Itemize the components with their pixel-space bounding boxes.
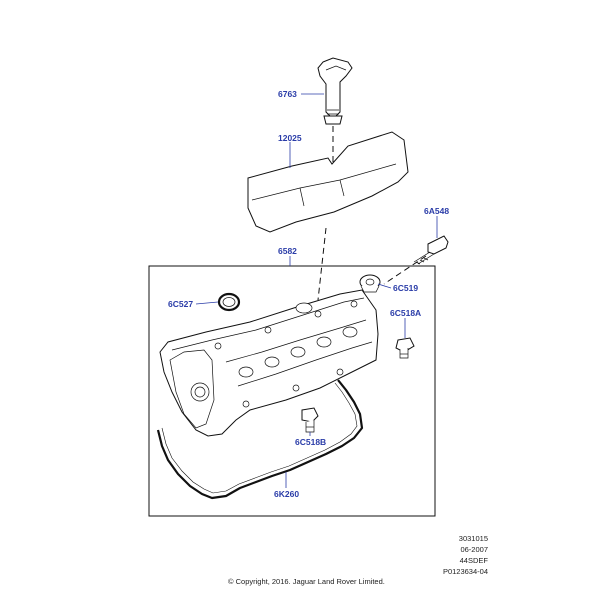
- copyright-notice: © Copyright, 2016. Jaguar Land Rover Lim…: [228, 577, 385, 586]
- valve-cover-assembly-frame: [148, 265, 436, 517]
- bolt-6C518B[interactable]: [301, 407, 319, 433]
- callout-6C518B: 6C518B: [295, 437, 326, 447]
- bolt-6C518A[interactable]: [395, 337, 415, 359]
- alignment-line-cover: [317, 227, 327, 301]
- callout-6C527: 6C527: [168, 299, 193, 309]
- oil-filler-cap[interactable]: [317, 57, 353, 125]
- alignment-line-bolt: [383, 255, 427, 285]
- drawing-date: 06-2007: [460, 545, 488, 554]
- callout-6C518A: 6C518A: [390, 308, 421, 318]
- drawing-code: 44SDEF: [459, 556, 488, 565]
- bolt-6A548[interactable]: [413, 235, 449, 265]
- callout-12025: 12025: [278, 133, 302, 143]
- callout-6582: 6582: [278, 246, 297, 256]
- drawing-reference: P0123634-04: [442, 567, 488, 576]
- leader-6C519: [377, 283, 392, 289]
- grommet-6C519[interactable]: [359, 274, 381, 293]
- gasket-6K260-inner: [161, 382, 358, 494]
- callout-6K260: 6K260: [274, 489, 299, 499]
- callout-6763: 6763: [278, 89, 297, 99]
- valve-cover[interactable]: [159, 289, 379, 437]
- callout-6A548: 6A548: [424, 206, 449, 216]
- seal-ring-6C527[interactable]: [217, 292, 241, 312]
- callout-6C519: 6C519: [393, 283, 418, 293]
- gasket-6K260[interactable]: [156, 379, 364, 500]
- engine-cover[interactable]: [247, 131, 409, 233]
- drawing-number: 3031015: [458, 534, 488, 543]
- leader-6C527: [195, 301, 219, 305]
